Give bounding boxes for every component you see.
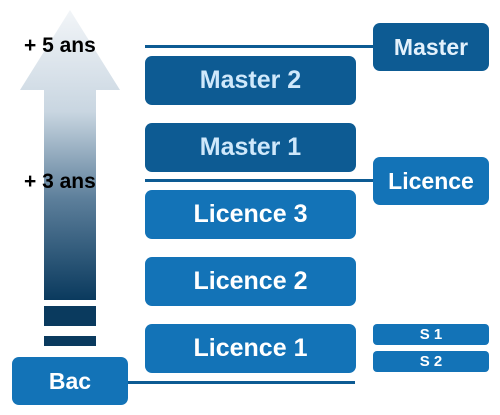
arrow-stripe-1 xyxy=(44,306,96,326)
level-licence-3: Licence 3 xyxy=(145,190,356,239)
progression-arrow xyxy=(20,10,120,300)
level-master-1: Master 1 xyxy=(145,123,356,172)
label-plus-5-years: + 5 ans xyxy=(24,34,96,57)
level-master-2: Master 2 xyxy=(145,56,356,105)
line-three-years xyxy=(145,179,377,182)
diploma-master: Master xyxy=(373,23,489,71)
semester-s1: S 1 xyxy=(373,324,489,345)
line-five-years xyxy=(145,45,377,48)
semester-s2: S 2 xyxy=(373,351,489,372)
level-licence-2: Licence 2 xyxy=(145,257,356,306)
diploma-licence: Licence xyxy=(373,157,489,205)
line-bac xyxy=(125,381,355,384)
label-plus-3-years: + 3 ans xyxy=(24,170,96,193)
diploma-bac: Bac xyxy=(12,357,128,405)
level-licence-1: Licence 1 xyxy=(145,324,356,373)
arrow-stripe-2 xyxy=(44,336,96,346)
